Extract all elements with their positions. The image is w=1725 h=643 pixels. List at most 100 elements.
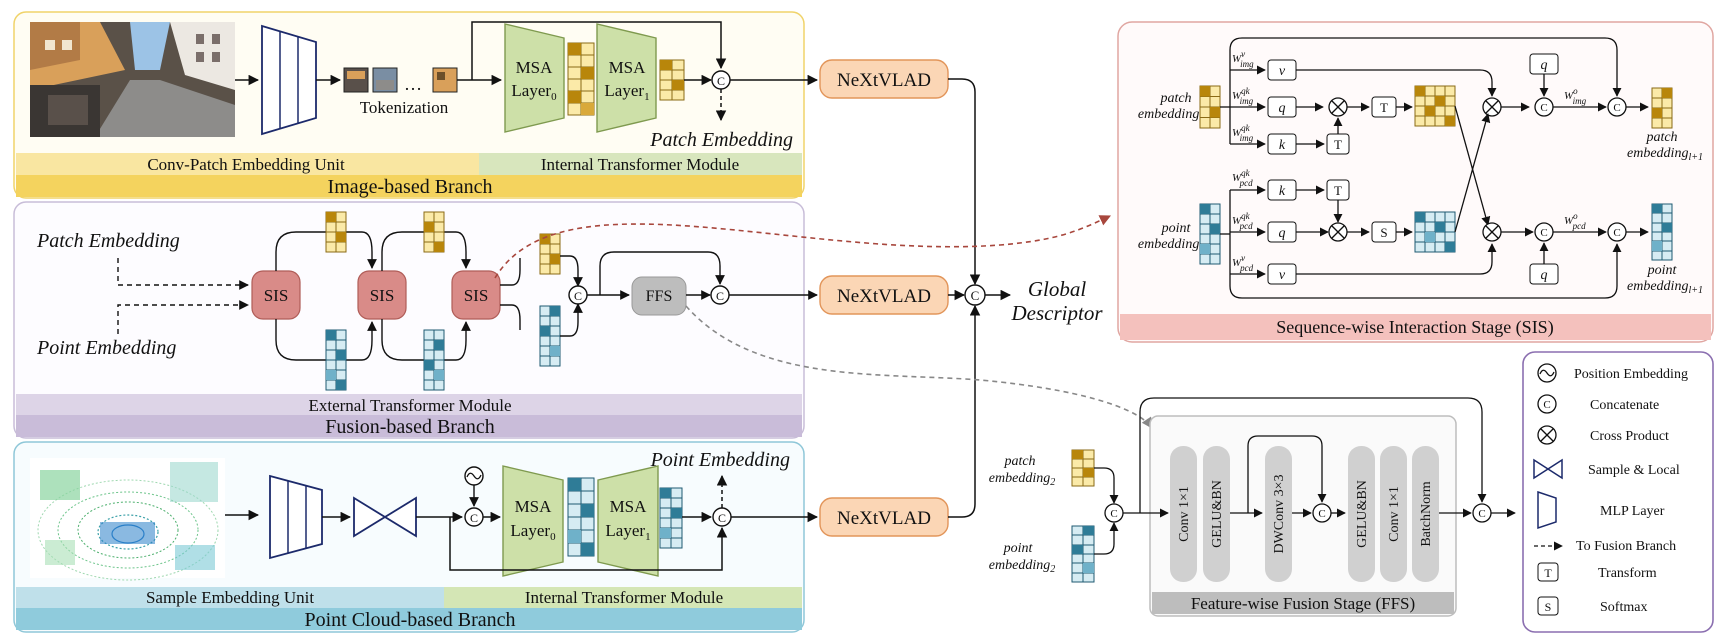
svg-text:Layer0: Layer0	[510, 521, 556, 543]
image-output-label: Patch Embedding	[649, 129, 793, 151]
sis-concat-icon-top: C	[1534, 97, 1554, 117]
svg-text:S: S	[1545, 600, 1552, 614]
svg-text:C: C	[971, 288, 980, 303]
sis-q-box-top-right: q	[1529, 53, 1559, 75]
svg-text:k: k	[1279, 138, 1286, 153]
svg-text:NeXtVLAD: NeXtVLAD	[837, 286, 931, 307]
svg-text:GELU&BN: GELU&BN	[1210, 480, 1225, 548]
svg-text:patch: patch	[1159, 91, 1191, 106]
legend-cross-product-icon	[1537, 425, 1557, 445]
svg-text:Layer1: Layer1	[604, 81, 649, 103]
sis-q-box-top: q	[1267, 96, 1297, 118]
svg-text:T: T	[1334, 183, 1342, 198]
legend-label-4: MLP Layer	[1600, 504, 1665, 519]
svg-text:C: C	[1543, 399, 1550, 411]
sis-attention-matrix-bottom	[1414, 211, 1456, 253]
svg-text:Layer1: Layer1	[605, 521, 650, 543]
global-descriptor-label-2: Descriptor	[1011, 301, 1104, 325]
fusion-input-point: Point Embedding	[36, 337, 176, 359]
sis-cross-icon-top	[1328, 97, 1348, 117]
svg-text:SIS: SIS	[370, 286, 395, 305]
sis-cross-icon-top-out	[1482, 97, 1502, 117]
sis-k-box-bottom: k	[1267, 179, 1297, 201]
point-msa-layer-0: MSA Layer0	[502, 465, 564, 577]
sis-transform-box-top2: T	[1371, 96, 1397, 118]
ffs-block: FFS	[631, 276, 687, 316]
legend-label-2: Cross Product	[1590, 429, 1669, 444]
legend-concat-icon: C	[1537, 394, 1557, 414]
svg-text:T: T	[1380, 100, 1388, 115]
svg-text:v: v	[1279, 64, 1286, 79]
sis-q-box-bottom: q	[1267, 221, 1297, 243]
point-branch-title: Point Cloud-based Branch	[304, 609, 515, 631]
nextvlad-image: NeXtVLAD	[819, 59, 949, 99]
svg-text:embeddingl: embeddingl	[1138, 237, 1202, 254]
svg-text:MSA: MSA	[609, 58, 647, 77]
ffs-patch-input-grid	[1071, 449, 1095, 487]
svg-text:C: C	[574, 289, 582, 303]
nextvlad-fusion: NeXtVLAD	[819, 275, 949, 315]
ffs-gelu2-block: GELU&BN	[1348, 446, 1375, 582]
tokenization-label: Tokenization	[360, 98, 449, 117]
fusion-module-label: External Transformer Module	[308, 396, 511, 415]
fusion-point-grid-out	[539, 305, 561, 367]
svg-text:C: C	[718, 511, 726, 525]
legend-label-3: Sample & Local	[1588, 463, 1680, 478]
point-cloud-image	[30, 458, 225, 581]
image-token-grid-mid	[567, 42, 595, 116]
point-unit-right: Internal Transformer Module	[525, 588, 723, 607]
svg-text:embedding2: embedding2	[989, 558, 1055, 575]
ffs-stage-title: Feature-wise Fusion Stage (FFS)	[1191, 594, 1415, 613]
fusion-point-grid-1	[325, 329, 347, 391]
sis-stage-title: Sequence-wise Interaction Stage (SIS)	[1276, 317, 1553, 338]
svg-text:embeddingl+1: embeddingl+1	[1627, 146, 1703, 163]
svg-text:embedding2: embedding2	[989, 471, 1055, 488]
svg-text:MSA: MSA	[516, 58, 554, 77]
fusion-patch-grid-out	[539, 233, 561, 275]
svg-text:q: q	[1541, 268, 1548, 283]
svg-text:C: C	[716, 289, 724, 303]
legend-label-0: Position Embedding	[1574, 367, 1688, 382]
svg-text:q: q	[1541, 58, 1548, 73]
sis-concat-icon-bottom: C	[1534, 222, 1554, 242]
svg-text:DWConv 3×3: DWConv 3×3	[1272, 474, 1287, 553]
ffs-conv2-block: Conv 1×1	[1380, 446, 1407, 582]
point-output-label: Point Embedding	[650, 449, 790, 471]
svg-text:C: C	[1110, 508, 1117, 520]
sis-attention-matrix-top	[1414, 85, 1456, 127]
image-msa-layer-1: MSA Layer1	[596, 23, 657, 133]
sis-point-input-grid	[1199, 203, 1221, 265]
sis-block-1: SIS	[251, 270, 301, 320]
mlp-layer-icon	[261, 24, 317, 136]
image-branch-title: Image-based Branch	[328, 176, 493, 198]
sis-transform-box-top1: T	[1326, 133, 1350, 155]
legend: Position Embedding C Concatenate Cross P…	[1522, 351, 1714, 633]
svg-text:T: T	[1334, 137, 1342, 152]
ffs-stage: patch embedding2 point embedding2 C Feat…	[989, 397, 1516, 617]
svg-text:S: S	[1380, 225, 1387, 240]
point-unit-left: Sample Embedding Unit	[146, 588, 314, 607]
svg-text:embeddingl+1: embeddingl+1	[1627, 279, 1703, 296]
legend-label-6: Transform	[1598, 566, 1657, 581]
svg-text:Conv 1×1: Conv 1×1	[1387, 486, 1402, 542]
sample-local-icon	[353, 496, 417, 538]
svg-text:C: C	[1613, 227, 1620, 239]
sis-patch-input-grid	[1199, 85, 1221, 129]
svg-text:C: C	[1540, 102, 1547, 114]
sis-cross-icon-bottom	[1328, 222, 1348, 242]
svg-text:C: C	[470, 511, 478, 525]
sis-block-3: SIS	[451, 270, 501, 320]
svg-text:patch: patch	[1003, 454, 1035, 469]
fusion-point-grid-2	[423, 329, 445, 391]
svg-text:Layer0: Layer0	[511, 81, 557, 103]
image-token-grid-out	[659, 59, 685, 101]
point-branch: Sample Embedding Unit Internal Transform…	[13, 441, 819, 633]
point-mlp-layer-icon	[269, 474, 323, 560]
ffs-dwconv-block: DWConv 3×3	[1265, 446, 1292, 582]
